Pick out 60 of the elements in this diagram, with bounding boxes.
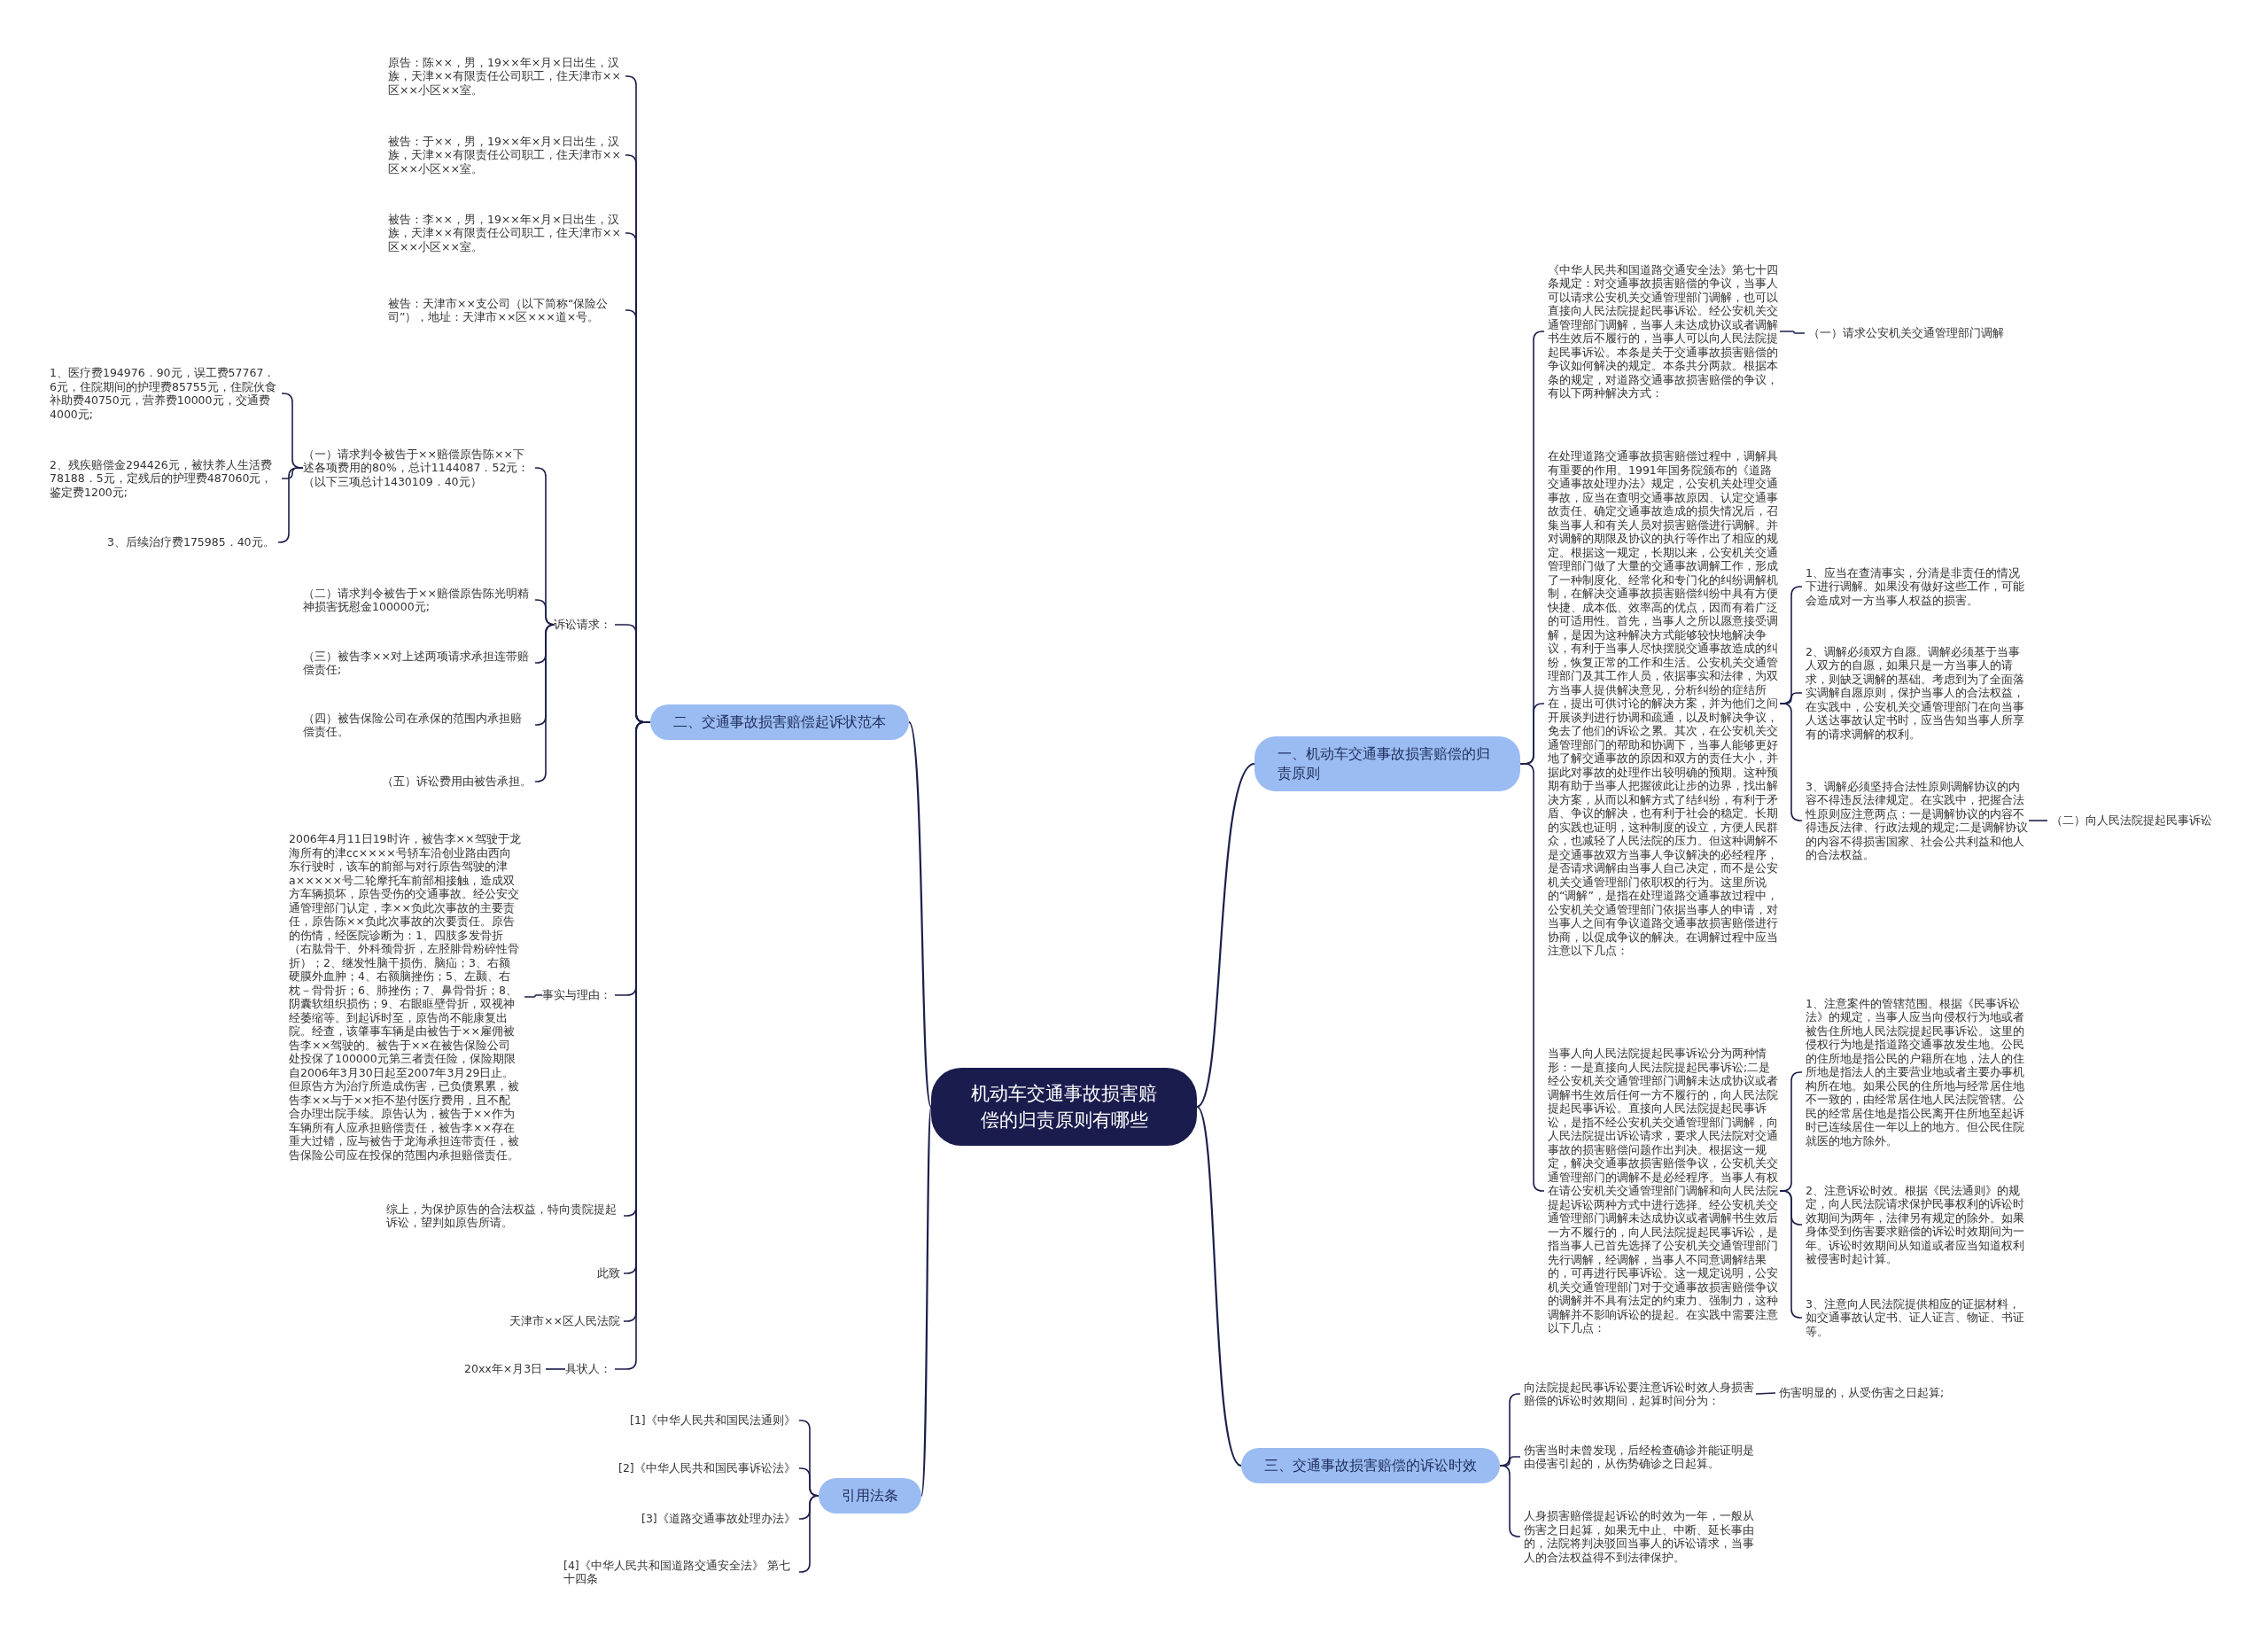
topic-text: 被告：李××，男，19××年×月×日出生，汉族，天津××有限责任公司职工，住天津市××区××小区××室。 <box>388 212 622 253</box>
topic-text: 伤害当时未曾发现，后经检查确诊并能证明是由侵害引起的，从伤势确诊之日起算。 <box>1524 1443 1756 1471</box>
topic-text: （四）被告保险公司在承保的范围内承担赔偿责任。 <box>303 711 532 739</box>
topic-pill: 引用法条 <box>819 1478 921 1514</box>
topic-text: （二）向人民法院提起民事诉讼 <box>2051 813 2212 828</box>
topic-text: 2006年4月11日19时许，被告李××驾驶于龙海所有的津cc××××号轿车沿创业路由西向东行驶时，该车的前部与对行原告驾驶的津a×××××号二轮摩托车前部相接触，造成双方车辆损坏，原告受伤的交通事故。经公安交通管理部门认定，李××负此次事故的主要责任，原告陈××负此次事故的次要责任。原告的伤情，经医院诊断为：1、四肢多发骨折（右肱骨干、外科颈骨折，左胫腓骨粉碎性骨折）；2、继发性脑干损伤、脑疝；3、右额硬膜外血肿；4、右额脑挫伤；5、左颞、右枕－骨骨折；6、肺挫伤；7、鼻骨骨折；8、阴囊软组织损伤；9、右眼眶壁骨折，双视神经萎缩等。到起诉时至，原告尚不能康复出院。经查，该肇事车辆是由被告于××雇佣被告李××驾驶的。被告于××在被告保险公司处投保了100000元第三者责任险，保险期限自2006年3月30日起至2007年3月29日止。但原告方为治疗所造成伤害，已负债累累，被告李××与于××拒不垫付医疗费用，且不配合办理出院手续。原告认为，被告于××作为车辆所有人应承担赔偿责任，被告李××存在重大过错，应与被告于龙海承担连带责任，被告保险公司应在投保的范围内承担赔偿责任。 <box>289 832 521 1162</box>
topic-text: 伤害明显的，从受伤害之日起算; <box>1779 1386 1945 1400</box>
topic-text: 《中华人民共和国道路交通安全法》第七十四条规定：对交通事故损害赔偿的争议，当事人可以请求公安机关交通管理部门调解，也可以直接向人民法院提起民事诉讼。经公安机关交通管理部门调解，当事人未达成协议或者调解书生效后不履行的，当事人可以向人民法院提起民事诉讼。本条是关于交通事故损害赔偿的争议如何解决的规定。本条共分两款。根据本条的规定，对道路交通事故损害赔偿的争议，有以下两种解决方式： <box>1548 262 1780 401</box>
connector-line <box>1196 763 1255 1108</box>
topic-text: 诉讼请求： <box>554 618 611 632</box>
topic-text: 事实与理由： <box>542 988 611 1002</box>
topic-text: 被告：天津市××支公司（以下简称“保险公司”），地址：天津市××区×××道×号。 <box>388 296 622 324</box>
topic-pill: 三、交通事故损害赔偿的诉讼时效 <box>1241 1448 1500 1483</box>
topic-text: 在处理道路交通事故损害赔偿过程中，调解具有重要的作用。1991年国务院颁布的《道路交通事故处理办法》规定，公安机关处理交通事故，应当在查明交通事故原因、认定交通事故责任、确定交通事故造成的损失情况后，召集当事人和有关人员对损害赔偿进行调解。并对调解的期限及协议的执行等作出了相应的规定。根据这一规定，长期以来，公安机关交通管理部门做了大量的交通事故调解工作，形成了一种制度化、经常化和专门化的纠纷调解机制，在解决交通事故损害赔偿纠纷中具有方便快捷、成本低、效率高的优点，因而有着广泛的可适用性。首先，当事人之所以愿意接受调解，是因为这种解决方式能够较快地解决争议，有利于当事人尽快摆脱交通事故造成的纠纷，恢复正常的工作和生活。公安机关交通管理部门及其工作人员，依据事实和法律，为双方当事人提供解决意见，分析纠纷的症结所在，提出可供讨论的解决方案，并为他们之间开展谈判进行协调和疏通，以及时解决争议，免去了他们的诉讼之累。其次，在公安机关交通管理部门的帮助和协调下，当事人能够更好地了解交通事故的原因和双方的责任大小，并据此对事故的处理作出较明确的预期。这种预期有助于当事人把握彼此让步的边界，找出解决方案，从而以和解方式了结纠纷，有利于矛盾、争议的解决，也有利于社会的稳定。长期的实践也证明，这种制度的设立，方便人民群众，也减轻了人民法院的压力。但这种调解不是交通事故双方当事人争议解决的必经程序，是否请求调解由当事人自己决定，而不是公安机关交通管理部门依职权的行为。这里所说的“调解”，是指在处理道路交通事故过程中，公安机关交通管理部门依据当事人的申请，对当事人之间有争议道路交通事故损害赔偿进行协商，以促成争议的解决。在调解过程中应当注意以下几点： <box>1548 449 1780 958</box>
connector-line <box>1779 1190 1803 1319</box>
topic-text: 3、后续治疗费175985．40元。 <box>107 535 275 549</box>
connector-line <box>1755 1392 1776 1395</box>
topic-pill: 一、机动车交通事故损害赔偿的归责原则 <box>1254 736 1520 791</box>
topic-text: 原告：陈××，男，19××年×月×日出生，汉族，天津××有限责任公司职工，住天津市××区××小区××室。 <box>388 55 622 97</box>
topic-text: 向法院提起民事诉讼要注意诉讼时效人身损害赔偿的诉讼时效期间，起算时间分为： <box>1524 1380 1756 1408</box>
connector-line <box>524 994 543 998</box>
connector-line <box>545 1368 566 1370</box>
connector-line <box>534 624 555 782</box>
topic-text: （一）请求公安机关交通管理部门调解 <box>1808 326 2004 340</box>
connector-line <box>920 1106 933 1497</box>
topic-text: 综上，为保护原告的合法权益，特向贵院提起诉讼，望判如原告所请。 <box>386 1202 620 1230</box>
topic-text: 2、注意诉讼时效。根据《民法通则》的规定，向人民法院请求保护民事权利的诉讼时效期间为两年，法律另有规定的除外。如果身体受到伤害要求赔偿的诉讼时效期间为一年。诉讼时效期间从知道或者应当知道权利被侵害时起计算。 <box>1806 1183 2029 1266</box>
topic-text: 1、注意案件的管辖范围。根据《民事诉讼法》的规定，当事人应当向侵权行为地或者被告住所地人民法院提起民事诉讼。这里的侵权行为地是指道路交通事故发生地。公民的住所地是指公民的户籍所在地，法人的住所地是指法人的主要营业地或者主要办事机构所在地。如果公民的住所地与经常居住地不一致的，由经常居住地人民法院管辖。公民的经常居住地是指公民离开住所地至起诉时已连续居住一年以上的地方。但公民住院就医的地方除外。 <box>1806 996 2029 1148</box>
topic-text: [2]《中华人民共和国民事诉讼法》 <box>618 1461 796 1475</box>
connector-line <box>1779 703 1803 821</box>
connector-line <box>1779 331 1806 334</box>
connector-line <box>1519 763 1545 1192</box>
topic-text: 此致 <box>597 1266 620 1280</box>
connector-line <box>1196 1106 1242 1467</box>
topic-text: 2、残疾赔偿金294426元，被扶养人生活费78188．5元，定残后的护理费487060元，鉴定费1200元; <box>50 457 278 499</box>
topic-text: 1、应当在查清事实，分清是非责任的情况下进行调解。如果没有做好这些工作，可能会造成对一方当事人权益的损害。 <box>1806 565 2029 607</box>
topic-text: 3、注意向人民法院提供相应的证据材料，如交通事故认定书、证人证言、物证、书证等。 <box>1806 1296 2029 1338</box>
topic-text: 20xx年×月3日 <box>464 1362 543 1376</box>
topic-text: [1]《中华人民共和国民法通则》 <box>630 1413 796 1428</box>
topic-pill: 二、交通事故损害赔偿起诉状范本 <box>650 704 909 740</box>
topic-text: 具状人： <box>565 1362 611 1376</box>
topic-text: [3]《道路交通事故处理办法》 <box>641 1512 796 1526</box>
topic-text: 2、调解必须双方自愿。调解必须基于当事人双方的自愿，如果只是一方当事人的请求，则缺乏调解的基础。考虑到为了全面落实调解自愿原则，保护当事人的合法权益，在实践中，公安机关交通管理部门在向当事人送达事故认定书时，应当告知当事人所享有的请求调解的权利。 <box>1806 644 2029 741</box>
topic-text: （二）请求判令被告于××赔偿原告陈光明精神损害抚慰金100000元; <box>303 586 532 614</box>
topic-text: （一）请求判令被告于××赔偿原告陈××下述各项费用的80%，总计1144087．52元：（以下三项总计1430109．40元） <box>303 447 532 488</box>
topic-text: 当事人向人民法院提起民事诉讼分为两种情形：一是直接向人民法院提起民事诉讼;二是经公安机关交通管理部门调解未达成协议或者调解书生效后任何一方不履行的，向人民法院提起民事诉讼。直接向人民法院提起民事诉讼，是指不经公安机关交通管理部门调解，向人民法院提出诉讼请求，要求人民法院对交通事故的损害赔偿问题作出判决。根据这一规定，解决交通事故损害赔偿争议，公安机关交通管理部门的调解不是必经程序。当事人有权在请公安机关交通管理部门调解和向人民法院提起诉讼两种方式中进行选择。经公安机关交通管理部门调解未达成协议或者调解书生效后一方不履行的，向人民法院提起民事诉讼，是指当事人已首先选择了公安机关交通管理部门先行调解，经调解，当事人不同意调解结果的，可再进行民事诉讼。这一规定说明，公安机关交通管理部门对于交通事故损害赔偿争议的调解并不具有法定的约束力、强制力，这种调解并不影响诉讼的提起。在实践中需要注意以下几点： <box>1548 1047 1780 1335</box>
connector-line <box>908 721 933 1108</box>
topic-text: 天津市××区人民法院 <box>509 1314 620 1328</box>
connector-line <box>277 467 304 543</box>
topic-text: 1、医疗费194976．90元，误工费57767．6元，住院期间的护理费85755元，住院伙食补助费40750元，营养费10000元，交通费4000元; <box>50 366 278 421</box>
central-topic: 机动车交通事故损害赔偿的归责原则有哪些 <box>931 1068 1197 1146</box>
connector-line <box>798 1495 819 1573</box>
topic-text: 人身损害赔偿提起诉讼的时效为一年，一般从伤害之日起算，如果无中止、中断、延长事由的，法院将判决驳回当事人的诉讼请求，当事人的合法权益得不到法律保护。 <box>1524 1509 1756 1564</box>
topic-text: [4]《中华人民共和国道路交通安全法》 第七十四条 <box>563 1558 796 1586</box>
topic-text: 被告：于××，男，19××年×月×日出生，汉族，天津××有限责任公司职工，住天津市××区××小区××室。 <box>388 134 622 175</box>
topic-text: 3、调解必须坚持合法性原则调解协议的内容不得违反法律规定。在实践中，把握合法性原则应注意两点：一是调解协议的内容不得违反法律、行政法规的规定;二是调解协议的内容不得损害国家、社会公共利益和他人的合法权益。 <box>1806 779 2029 862</box>
topic-text: （三）被告李××对上述两项请求承担连带赔偿责任; <box>303 649 532 677</box>
topic-text: （五）诉讼费用由被告承担。 <box>382 774 532 789</box>
connector-line <box>2028 820 2048 821</box>
connector-line <box>1499 1465 1521 1537</box>
